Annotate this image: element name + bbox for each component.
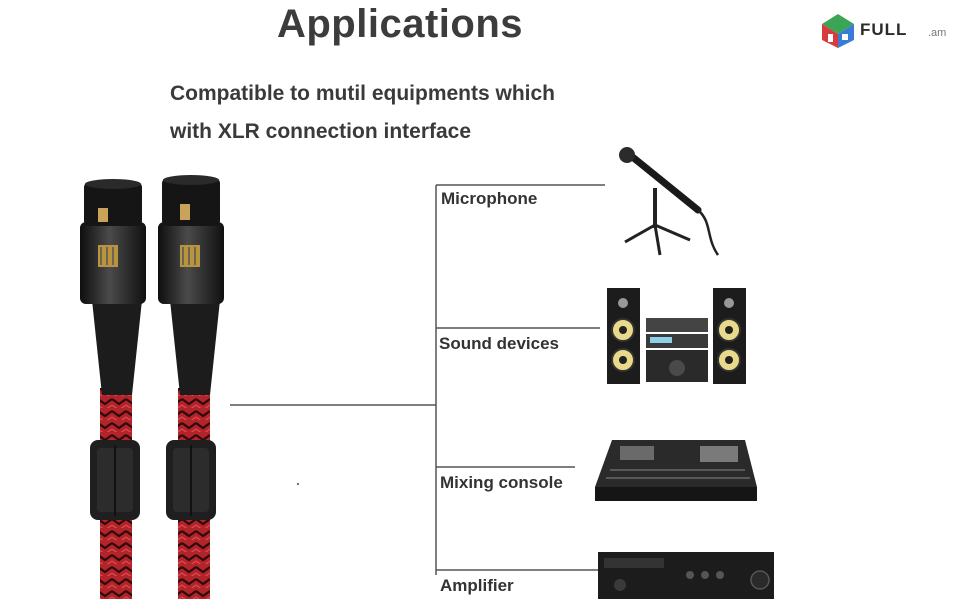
subtitle-line-2: with XLR connection interface xyxy=(170,120,472,143)
device-label-microphone: Microphone xyxy=(441,189,538,208)
xlr-cable-left xyxy=(80,179,146,599)
brand-name: FULL xyxy=(860,20,908,39)
mixing-console-icon xyxy=(595,440,757,501)
brand-tld: .am xyxy=(928,27,947,39)
microphone-icon xyxy=(619,147,720,256)
device-label-sound-devices: Sound devices xyxy=(439,334,559,353)
speaker-system-icon xyxy=(607,288,746,384)
xlr-cable-right xyxy=(158,175,224,599)
subtitle-line-1: Compatible to mutil equipments which xyxy=(170,82,556,105)
brand-logo[interactable]: FULL .am xyxy=(820,12,960,52)
house-logo-icon xyxy=(822,14,854,48)
connection-lines xyxy=(230,184,605,575)
device-label-mixing-console: Mixing console xyxy=(440,473,563,492)
device-label-amplifier: Amplifier xyxy=(440,576,514,595)
page-title: Applications xyxy=(276,2,524,46)
amplifier-icon xyxy=(598,552,774,599)
